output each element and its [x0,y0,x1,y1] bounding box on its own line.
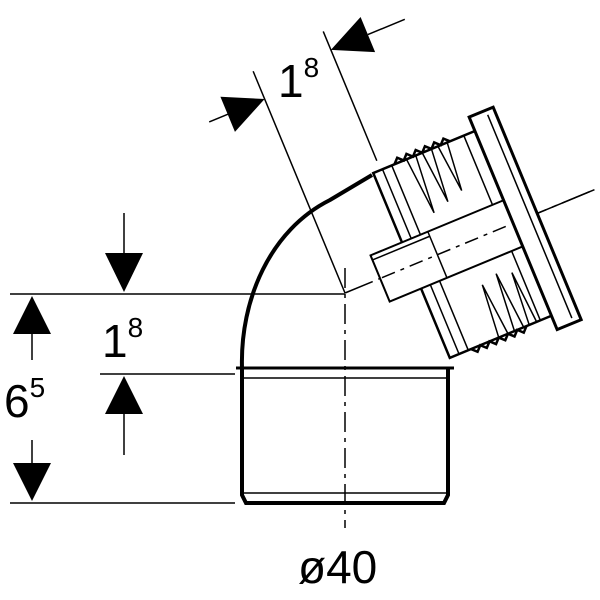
dimension-superscript: 8 [127,312,144,343]
center-line-outer [536,188,595,215]
dimension-label-top: 18 [278,54,319,107]
arrow-left-icon [330,17,376,53]
dimension-value: 6 [4,375,30,427]
perpendicular-dimension-line-2 [322,31,378,162]
arrow-down-icon [13,463,51,501]
elbow-arc [239,173,374,369]
dimension-value: 1 [278,55,304,107]
rib-slots-top [405,142,463,214]
spigot-step [372,235,431,261]
arrow-up-icon [105,376,143,414]
cap-line [486,114,573,319]
dimension-superscript: 5 [29,372,46,403]
thread-ridges-top [393,136,451,165]
center-line-axis-inner [381,223,512,279]
dimension-label-height: 65 [4,374,45,427]
perpendicular-dimension-line-1 [252,70,346,294]
rib-slots-bottom [481,272,538,338]
spigot-divider [427,231,448,279]
dimension-arrow-line-right [367,18,406,36]
outlet-coupling [208,17,595,360]
arrow-down-icon [105,253,143,292]
pipe-socket [240,368,450,505]
dimension-label-left-offset: 18 [102,314,143,367]
arrow-right-icon [220,96,265,132]
arrow-up-icon [13,296,51,334]
dimension-value: 1 [102,315,128,367]
dimension-label-diameter: ø40 [298,541,378,593]
dimension-superscript: 8 [303,52,320,83]
